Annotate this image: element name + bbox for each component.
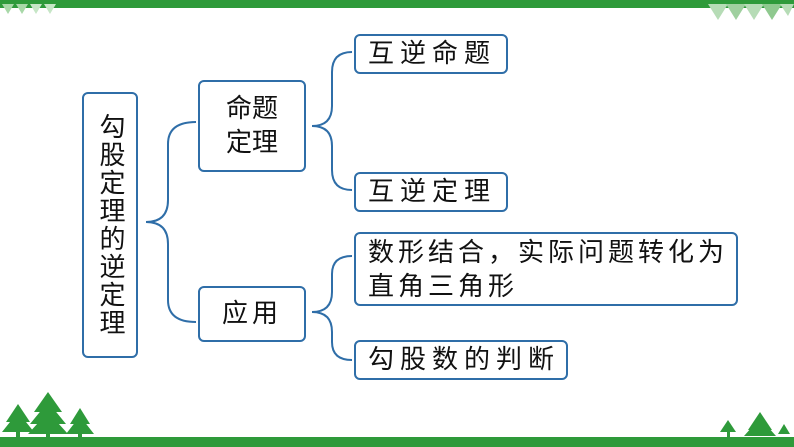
triangle-pattern-icon <box>2 4 56 14</box>
bottom-border-bar <box>0 437 794 447</box>
leaf-label-line: 直角三角形 <box>368 272 519 302</box>
root-node: 勾股定理的逆定理 <box>82 92 138 358</box>
branch1-bracket <box>311 51 353 127</box>
branch2-bracket <box>311 311 353 361</box>
leaf-node: 互逆命题 <box>354 34 508 74</box>
triangle-pattern-icon <box>708 4 794 20</box>
branch-label-line: 定理 <box>225 128 278 158</box>
leaf-node: 互逆定理 <box>354 172 508 212</box>
leaf-node: 勾股数的判断 <box>354 340 568 380</box>
branch2-bracket <box>311 255 353 313</box>
leaf-label: 勾股数的判断 <box>368 345 561 375</box>
leaf-node: 数形结合，实际问题转化为 直角三角形 <box>354 232 738 306</box>
leaf-label: 互逆命题 <box>368 39 497 69</box>
root-bracket <box>145 221 197 323</box>
tree-icon <box>2 392 94 438</box>
branch-label: 应用 <box>221 299 282 329</box>
leaf-label-line: 数形结合，实际问题转化为 <box>368 238 729 268</box>
root-label: 勾股定理的逆定理 <box>95 113 125 337</box>
root-bracket <box>145 121 197 223</box>
branch-node-application: 应用 <box>198 286 306 342</box>
top-border-bar <box>0 0 794 8</box>
branch-node-theorem: 命题 定理 <box>198 80 306 172</box>
tree-icon <box>720 412 790 438</box>
leaf-label: 互逆定理 <box>368 177 497 207</box>
branch1-bracket <box>311 125 353 191</box>
branch-label-line: 命题 <box>225 94 278 124</box>
